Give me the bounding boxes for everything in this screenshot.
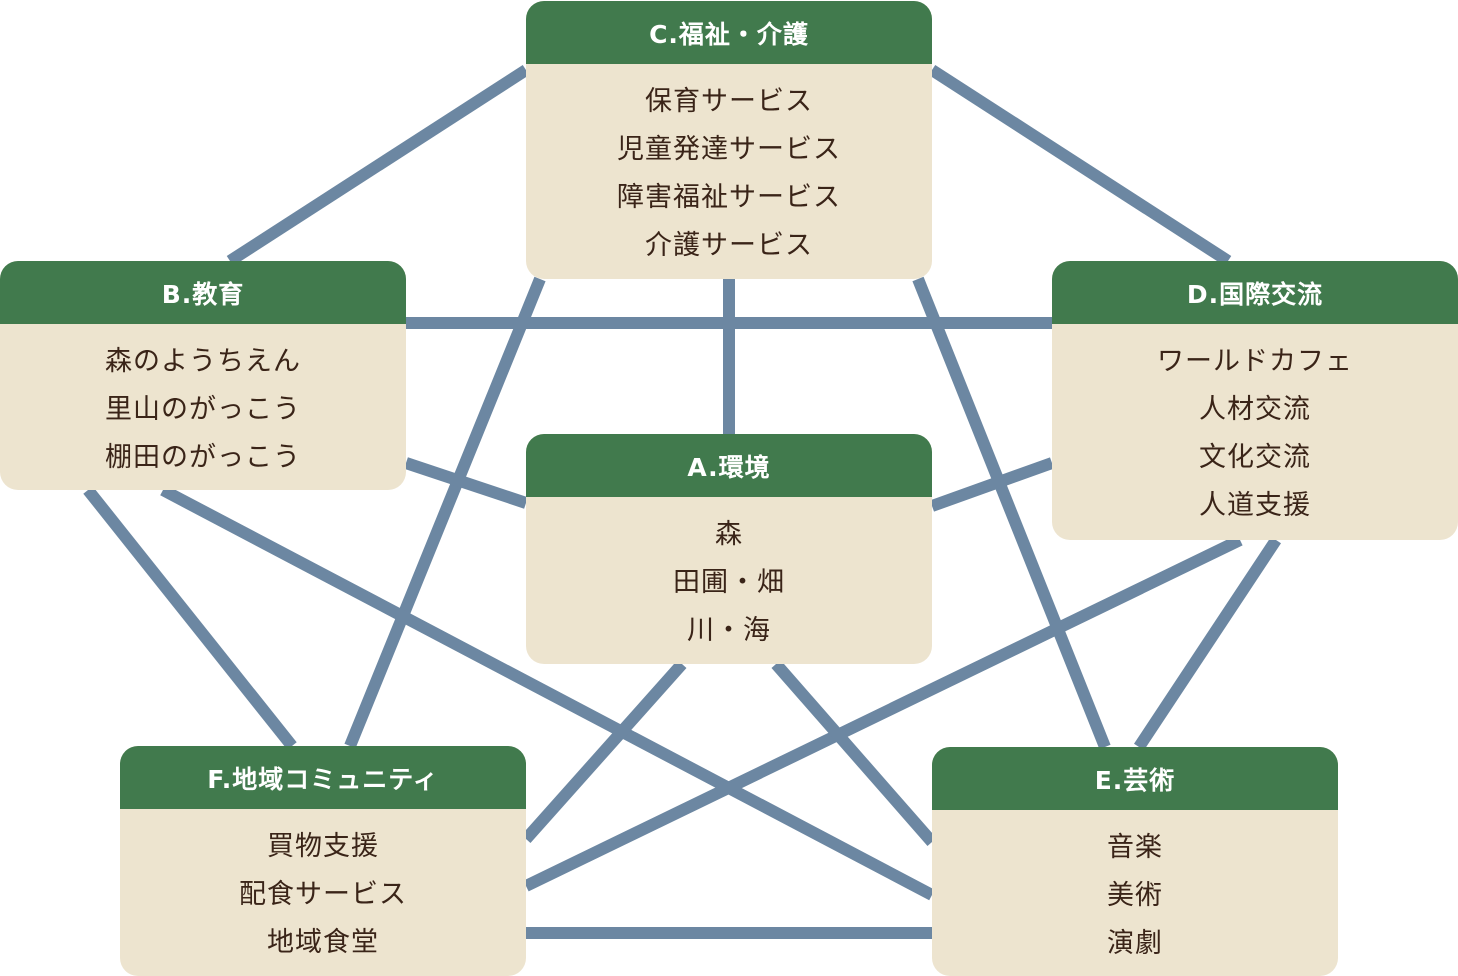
connector-c-b	[226, 64, 530, 267]
node-a-environment: A.環境 森 田圃・畑 川・海	[526, 434, 932, 664]
node-e-title: E.芸術	[932, 747, 1338, 810]
node-c-item-1: 保育サービス	[645, 86, 813, 117]
connector-d-e	[1133, 536, 1282, 751]
node-d-item-3: 文化交流	[1199, 442, 1311, 473]
node-b-title: B.教育	[0, 261, 406, 324]
connector-c-e	[912, 276, 1111, 750]
node-b-item-1: 森のようちえん	[105, 346, 301, 377]
connector-b-f	[83, 486, 297, 750]
connector-c-f	[344, 276, 546, 749]
node-b-item-3: 棚田のがっこう	[105, 442, 301, 473]
node-e-item-3: 演劇	[1107, 928, 1163, 959]
node-e-item-1: 音楽	[1107, 832, 1163, 863]
node-e-item-2: 美術	[1107, 880, 1163, 911]
node-d-international-exchange: D.国際交流 ワールドカフェ 人材交流 文化交流 人道支援	[1052, 261, 1458, 540]
node-e-arts: E.芸術 音楽 美術 演劇	[932, 747, 1338, 976]
node-f-items: 買物支援 配食サービス 地域食堂	[120, 809, 526, 976]
connector-b-e	[160, 484, 935, 901]
node-a-item-1: 森	[715, 519, 743, 550]
node-a-items: 森 田圃・畑 川・海	[526, 497, 932, 664]
node-b-items: 森のようちえん 里山のがっこう 棚田のがっこう	[0, 324, 406, 490]
connector-d-f	[523, 534, 1243, 892]
node-c-item-4: 介護サービス	[645, 230, 813, 261]
connector-a-e	[771, 660, 937, 846]
node-c-welfare-care: C.福祉・介護 保育サービス 児童発達サービス 障害福祉サービス 介護サービス	[526, 1, 932, 279]
node-f-community: F.地域コミュニティ 買物支援 配食サービス 地域食堂	[120, 746, 526, 976]
node-f-item-3: 地域食堂	[267, 927, 379, 958]
connector-c-d	[928, 64, 1232, 267]
node-d-item-4: 人道支援	[1199, 490, 1311, 521]
node-d-item-1: ワールドカフェ	[1157, 346, 1353, 377]
node-c-item-3: 障害福祉サービス	[617, 182, 841, 213]
node-e-items: 音楽 美術 演劇	[932, 810, 1338, 976]
node-f-title: F.地域コミュニティ	[120, 746, 526, 809]
node-f-item-2: 配食サービス	[239, 879, 407, 910]
connector-d-a	[929, 457, 1055, 512]
node-d-title: D.国際交流	[1052, 261, 1458, 324]
node-b-education: B.教育 森のようちえん 里山のがっこう 棚田のがっこう	[0, 261, 406, 490]
node-d-item-2: 人材交流	[1199, 394, 1311, 425]
node-a-title: A.環境	[526, 434, 932, 497]
node-c-item-2: 児童発達サービス	[617, 134, 841, 165]
node-a-item-2: 田圃・畑	[673, 567, 785, 598]
node-f-item-1: 買物支援	[267, 831, 379, 862]
node-c-items: 保育サービス 児童発達サービス 障害福祉サービス 介護サービス	[526, 64, 932, 279]
node-d-items: ワールドカフェ 人材交流 文化交流 人道支援	[1052, 324, 1458, 540]
node-c-title: C.福祉・介護	[526, 1, 932, 64]
node-a-item-3: 川・海	[687, 615, 771, 646]
connector-b-a	[404, 457, 528, 509]
connector-a-f	[521, 660, 687, 843]
node-b-item-2: 里山のがっこう	[105, 394, 301, 425]
